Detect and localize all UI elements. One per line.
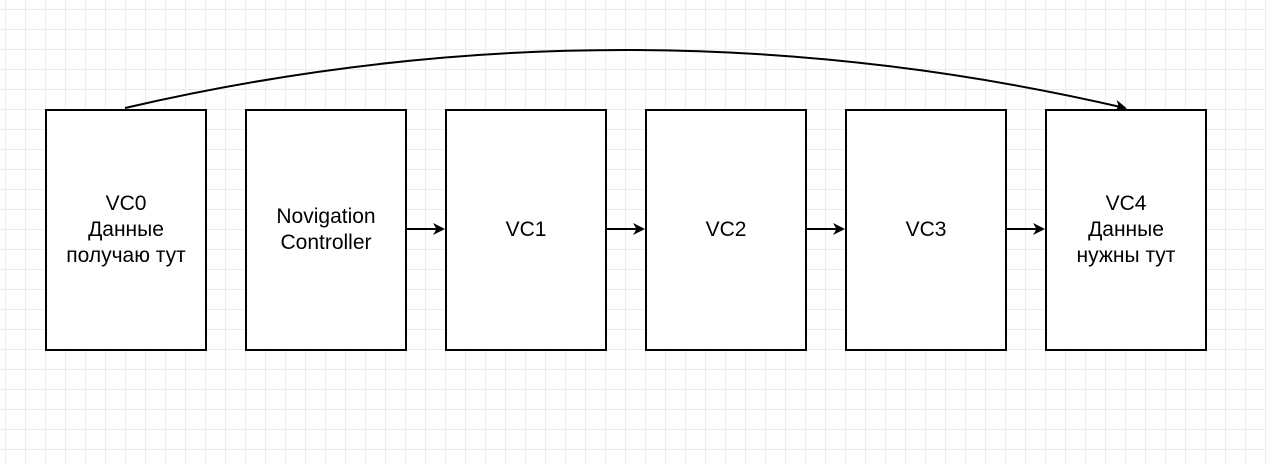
node-vc0-line-2: Данные (88, 218, 164, 241)
node-vc4-line-2: Данные (1088, 218, 1164, 241)
node-vc0[interactable]: VC0 Данные получаю тут (45, 109, 207, 351)
node-vc4-line-3: нужны тут (1076, 244, 1176, 267)
node-vc2-label: VC2 (705, 218, 747, 241)
edge-vc0-to-vc4-curved (124, 49, 1127, 112)
node-vc2[interactable]: VC2 (645, 109, 807, 351)
node-navigation-controller[interactable]: Novigation Controller (245, 109, 407, 351)
node-vc3[interactable]: VC3 (845, 109, 1007, 351)
node-vc4-line-1: VC4 (1105, 192, 1147, 215)
node-vc0-line-3: получаю тут (66, 244, 186, 267)
node-vc3-label: VC3 (905, 218, 947, 241)
node-nav-line-2: Controller (280, 231, 372, 254)
node-nav-line-1: Novigation (276, 205, 376, 228)
node-vc1-label: VC1 (505, 218, 547, 241)
node-vc4[interactable]: VC4 Данные нужны тут (1045, 109, 1207, 351)
node-vc0-line-1: VC0 (105, 192, 147, 215)
node-vc1[interactable]: VC1 (445, 109, 607, 351)
